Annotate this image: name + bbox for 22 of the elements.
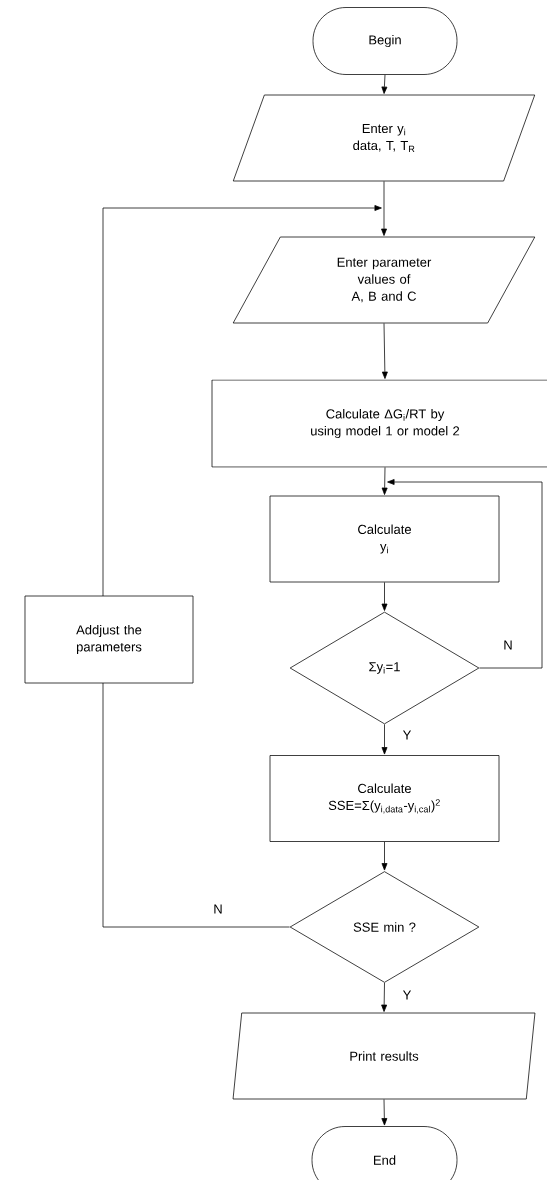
arrow <box>381 982 388 1012</box>
edge-label: N <box>504 640 512 650</box>
arrow <box>381 181 387 236</box>
edge-label: Y <box>402 990 412 1000</box>
arrow <box>381 74 388 94</box>
process-box: Addjust the parameters <box>24 595 194 684</box>
arrow <box>381 841 388 871</box>
arrow <box>381 323 388 379</box>
arrow <box>381 582 388 611</box>
arrow <box>381 467 388 495</box>
data-parallelogram: Enter parameter values of A, B and C <box>232 236 536 324</box>
arrow <box>102 205 382 597</box>
process-box: Calculate ΔG$_{i}$/RT by using model 1 or model 2 <box>211 379 547 468</box>
edge-label: N <box>214 904 222 914</box>
arrow <box>387 479 543 669</box>
data-parallelogram: Print results <box>232 1012 536 1100</box>
arrow <box>381 1099 388 1126</box>
process-box: Calculate SSE=Σ(y$_{i,data}$-y$_{i,cal}$)$^{2}$ <box>269 755 500 842</box>
data-parallelogram: Enter y$_{i}$ data, T, T$_{R}$ <box>232 94 536 182</box>
arrow <box>381 724 388 755</box>
process-box: Calculate y$_{i}$ <box>269 495 500 583</box>
edge-label: Y <box>402 730 412 740</box>
